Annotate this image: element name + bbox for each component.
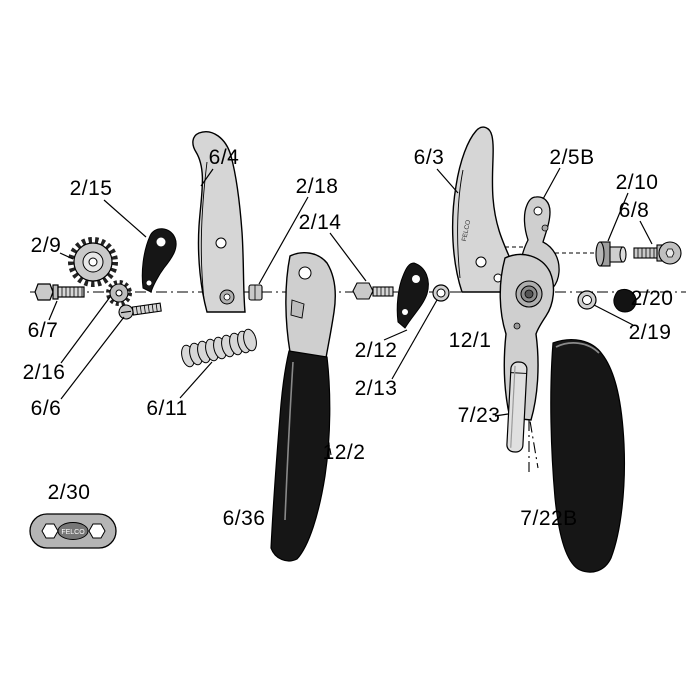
- part-label-12-1: 12/1: [448, 329, 492, 352]
- part-label-2-30: 2/30: [47, 481, 91, 504]
- part-label-6-8: 6/8: [618, 199, 650, 222]
- part-washer-2-13: [432, 284, 450, 302]
- part-grip-7-22B: [550, 339, 626, 573]
- part-label-2-5B: 2/5B: [549, 146, 595, 169]
- part-cap-2-20: [613, 288, 637, 313]
- part-label-7-23: 7/23: [457, 404, 501, 427]
- part-wrench-2-30: FELCO: [29, 513, 117, 549]
- part-segment-2-16: [106, 280, 132, 306]
- part-washer-2-19: [577, 290, 597, 310]
- part-label-2-12: 2/12: [354, 339, 398, 362]
- part-label-2-16: 2/16: [22, 361, 66, 384]
- part-bushing-2-10: [595, 241, 627, 267]
- part-label-6-11: 6/11: [146, 397, 188, 420]
- part-bolt-6-8: [633, 241, 682, 265]
- blade-engraving-text: FELCO: [461, 219, 472, 242]
- leader-lines: [48, 167, 653, 417]
- part-label-6-7: 6/7: [27, 319, 59, 342]
- part-cutting-blade-6-4: [192, 131, 246, 313]
- part-pin-7-23: [506, 361, 528, 453]
- part-label-2-18: 2/18: [295, 175, 339, 198]
- part-label-2-13: 2/13: [354, 377, 398, 400]
- part-label-2-20: 2/20: [630, 287, 674, 310]
- part-bolt-6-7: [34, 283, 85, 301]
- part-bolt-2-14: [352, 282, 394, 300]
- part-screw-6-6: [118, 302, 162, 320]
- part-spring-6-11: [181, 328, 257, 368]
- part-label-6-3: 6/3: [413, 146, 445, 169]
- part-handle-12-2: [285, 251, 336, 359]
- part-label-12-2: 12/2: [322, 441, 366, 464]
- part-grip-6-36: [270, 350, 331, 562]
- part-label-2-14: 2/14: [298, 211, 342, 234]
- wrench-logo-text: FELCO: [61, 529, 85, 536]
- part-label-2-15: 2/15: [69, 177, 113, 200]
- part-label-7-22B: 7/22B: [520, 507, 578, 530]
- part-gear-2-9: [68, 237, 118, 287]
- part-label-2-9: 2/9: [30, 234, 62, 257]
- part-label-2-19: 2/19: [628, 321, 672, 344]
- part-nut-2-18: [248, 284, 263, 301]
- part-label-6-36: 6/36: [222, 507, 266, 530]
- part-cam-plate-2-15: [141, 228, 177, 293]
- part-cam-lever-2-12: [396, 262, 429, 329]
- part-label-6-6: 6/6: [30, 397, 62, 420]
- part-label-6-4: 6/4: [208, 146, 240, 169]
- part-handle-12-1: [499, 253, 555, 421]
- part-label-2-10: 2/10: [615, 171, 659, 194]
